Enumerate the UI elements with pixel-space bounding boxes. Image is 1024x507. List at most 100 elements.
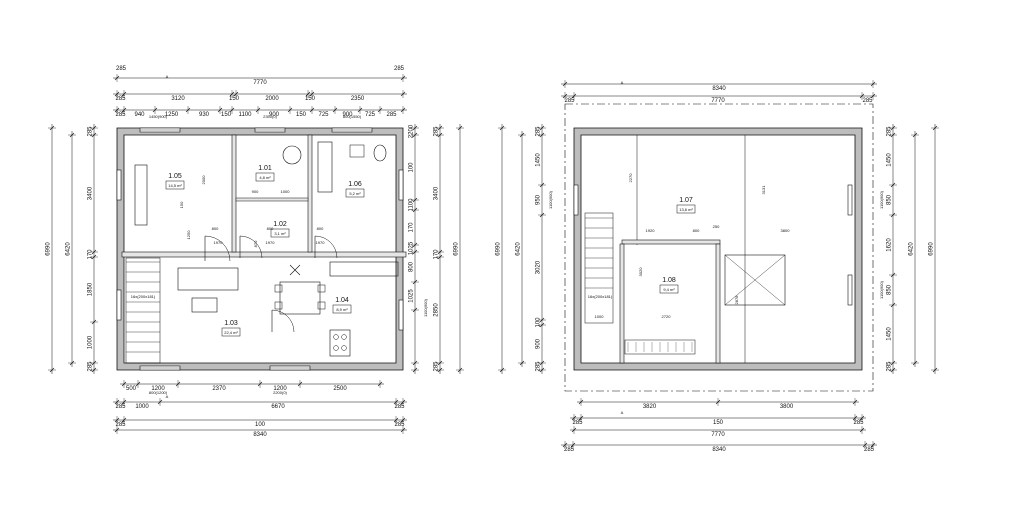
room-area: 14,5 m²: [168, 183, 182, 188]
dim-label: 850: [887, 284, 893, 295]
dim-label: 285: [115, 422, 126, 428]
dim-label: 170: [434, 249, 440, 260]
dim-label: 285: [864, 447, 875, 453]
stair-label: 16x(200x181): [131, 294, 156, 299]
sofa: [177, 267, 239, 291]
dim-label: 7770: [711, 98, 725, 104]
dim-label: 2200: [409, 124, 415, 138]
room-tag-box: [165, 180, 185, 190]
dim-label: 1450: [887, 153, 893, 167]
dim-label: 285: [862, 98, 873, 104]
dim-label: 285: [386, 112, 397, 118]
room-tag-box: [332, 304, 352, 314]
door-swing: [239, 235, 263, 259]
burner: [333, 334, 339, 340]
dim-label: 850: [887, 194, 893, 205]
dim-label: 6670: [271, 404, 285, 410]
exterior-wall: [573, 127, 863, 371]
stair-label: 16x(200x181): [588, 294, 613, 299]
bed: [724, 254, 786, 306]
dim-label: 900: [269, 112, 280, 118]
opening-label: 1100(900): [879, 280, 884, 299]
dim-label: 285: [394, 66, 405, 72]
dim-label: 150: [713, 420, 724, 426]
interior-dim: 1250: [186, 230, 191, 240]
dim-label: 1450: [887, 327, 893, 341]
dim-label: 285: [394, 422, 405, 428]
dim-label: 1100: [239, 112, 253, 118]
chair: [317, 284, 326, 293]
dim-label: 100: [409, 162, 415, 173]
interior-dim: 1920: [646, 228, 656, 233]
door-swing: [204, 235, 231, 262]
dim-label: 1100: [409, 198, 415, 212]
dim-label: 285: [564, 98, 575, 104]
chair: [274, 301, 283, 310]
room-area: 9,4 m²: [663, 287, 675, 292]
dim-label: 1000: [135, 404, 149, 410]
room-tag-box: [270, 228, 290, 238]
dim-label: 2000: [265, 96, 279, 102]
toilet: [373, 144, 387, 162]
burner: [333, 345, 339, 351]
interior-dim: 3800: [781, 228, 791, 233]
opening-label: 1100(900): [548, 190, 553, 209]
dim-label: 1450: [536, 153, 542, 167]
dim-label: 285: [394, 404, 405, 410]
dim-label: 170: [409, 222, 415, 233]
dim-label: 8340: [253, 432, 267, 438]
room-area: 22,4 m²: [224, 330, 238, 335]
dining-table: [279, 281, 321, 315]
window: [847, 184, 853, 216]
dim-label: 500: [126, 386, 137, 392]
section-mark: A: [621, 410, 624, 415]
dim-label: 1200: [273, 386, 287, 392]
partition-wall: [715, 243, 721, 364]
sofa: [134, 164, 148, 226]
room-tag-box: [221, 327, 241, 337]
interior-dim: 150: [179, 201, 184, 208]
window: [116, 169, 122, 201]
partition-wall: [121, 251, 407, 258]
room-number: 1.05: [168, 173, 182, 180]
room-area: 3,1 m²: [274, 231, 286, 236]
chair: [274, 284, 283, 293]
dim-label: 7770: [253, 80, 267, 86]
opening-label: 800(1550): [343, 114, 362, 119]
dim-label: 2350: [351, 96, 365, 102]
dim-label: 1000: [88, 335, 94, 349]
interior-dim: 1970: [266, 240, 276, 245]
burner: [341, 334, 347, 340]
roof-outline: [564, 103, 874, 392]
interior-dim: 1000: [595, 314, 605, 319]
dim-label: 2500: [333, 386, 347, 392]
dim-label: 6990: [496, 242, 502, 256]
burner: [341, 345, 347, 351]
dim-label: 285: [115, 112, 126, 118]
partition-wall: [307, 134, 313, 253]
section-mark: A: [166, 394, 169, 399]
dim-label: 900: [342, 112, 353, 118]
interior-dim: 870: [253, 240, 258, 247]
interior-dim: 800: [317, 226, 324, 231]
room-tag-box: [345, 188, 365, 198]
dim-label: 1850: [88, 282, 94, 296]
interior-dim: 800: [693, 228, 700, 233]
kitchen-counter: [329, 261, 399, 277]
dim-label: 8340: [712, 447, 726, 453]
dim-label: 6990: [929, 242, 935, 256]
dim-label: 285: [115, 404, 126, 410]
partition-wall: [621, 239, 721, 245]
dim-label: 8340: [712, 86, 726, 92]
dim-label: 3400: [88, 186, 94, 200]
bathtub: [317, 141, 333, 193]
dim-label: 950: [536, 194, 542, 205]
room-number: 1.07: [679, 197, 693, 204]
dim-label: 6420: [516, 242, 522, 256]
interior-dim: 2878: [734, 295, 739, 305]
dim-label: 285: [853, 420, 864, 426]
opening-label: 2350(0): [263, 114, 277, 119]
coffee-table: [191, 297, 218, 313]
window: [398, 299, 404, 331]
